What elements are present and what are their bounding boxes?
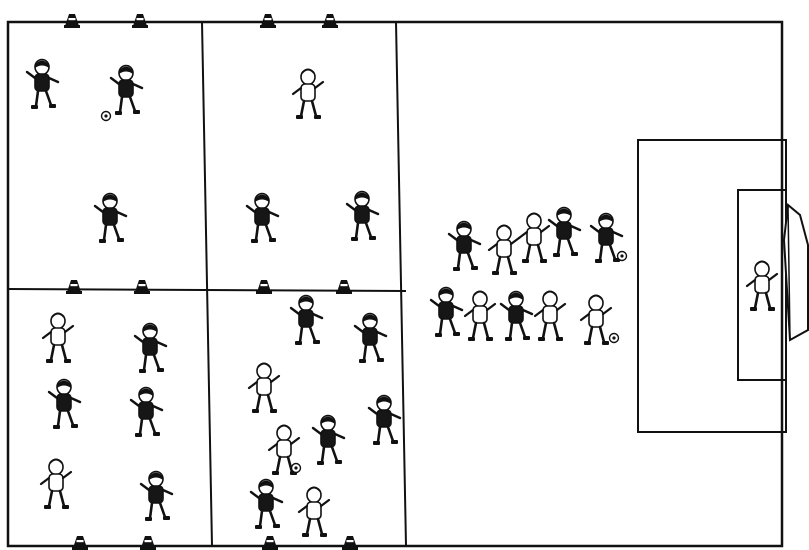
- player-icon: [347, 192, 378, 242]
- cone-icon: [72, 536, 88, 550]
- player-icon: [549, 208, 580, 258]
- ball-icon: [292, 464, 301, 473]
- cone-icon: [66, 280, 82, 294]
- field-outline: [8, 22, 782, 546]
- player-icon: [49, 380, 80, 430]
- player-icon: [465, 292, 495, 342]
- player-icon: [519, 214, 549, 264]
- grid-divider-vertical-1: [202, 22, 212, 546]
- cone-icon: [256, 280, 272, 294]
- ball-icon: [102, 112, 111, 121]
- player-icon: [489, 226, 519, 276]
- player-icon: [249, 364, 279, 414]
- player-icon: [501, 292, 532, 342]
- player-icon: [95, 194, 126, 244]
- player-icon: [131, 388, 162, 438]
- player-icon: [293, 70, 323, 120]
- player-icon: [535, 292, 565, 342]
- player-icon: [111, 66, 142, 116]
- player-icon: [449, 222, 480, 272]
- player-icon: [355, 314, 386, 364]
- cone-icon: [336, 280, 352, 294]
- player-icon: [299, 488, 329, 538]
- player-icon: [431, 288, 462, 338]
- ball-icon: [618, 252, 627, 261]
- player-icon: [43, 314, 73, 364]
- goal-icon: [784, 205, 808, 340]
- player-icon: [251, 480, 282, 530]
- grid-divider-vertical-2: [396, 22, 406, 546]
- player-icon: [291, 296, 322, 346]
- goalkeeper-icon: [747, 262, 777, 312]
- player-icon: [369, 396, 400, 446]
- player-icon: [581, 296, 611, 346]
- player-icon: [41, 460, 71, 510]
- cone-icon: [140, 536, 156, 550]
- cone-icon: [262, 536, 278, 550]
- cone-icon: [134, 280, 150, 294]
- player-icon: [135, 324, 166, 374]
- player-icon: [27, 60, 58, 110]
- player-icon: [247, 194, 278, 244]
- player-icon: [313, 416, 344, 466]
- ball-icon: [610, 334, 619, 343]
- cone-icon: [342, 536, 358, 550]
- player-icon: [141, 472, 172, 522]
